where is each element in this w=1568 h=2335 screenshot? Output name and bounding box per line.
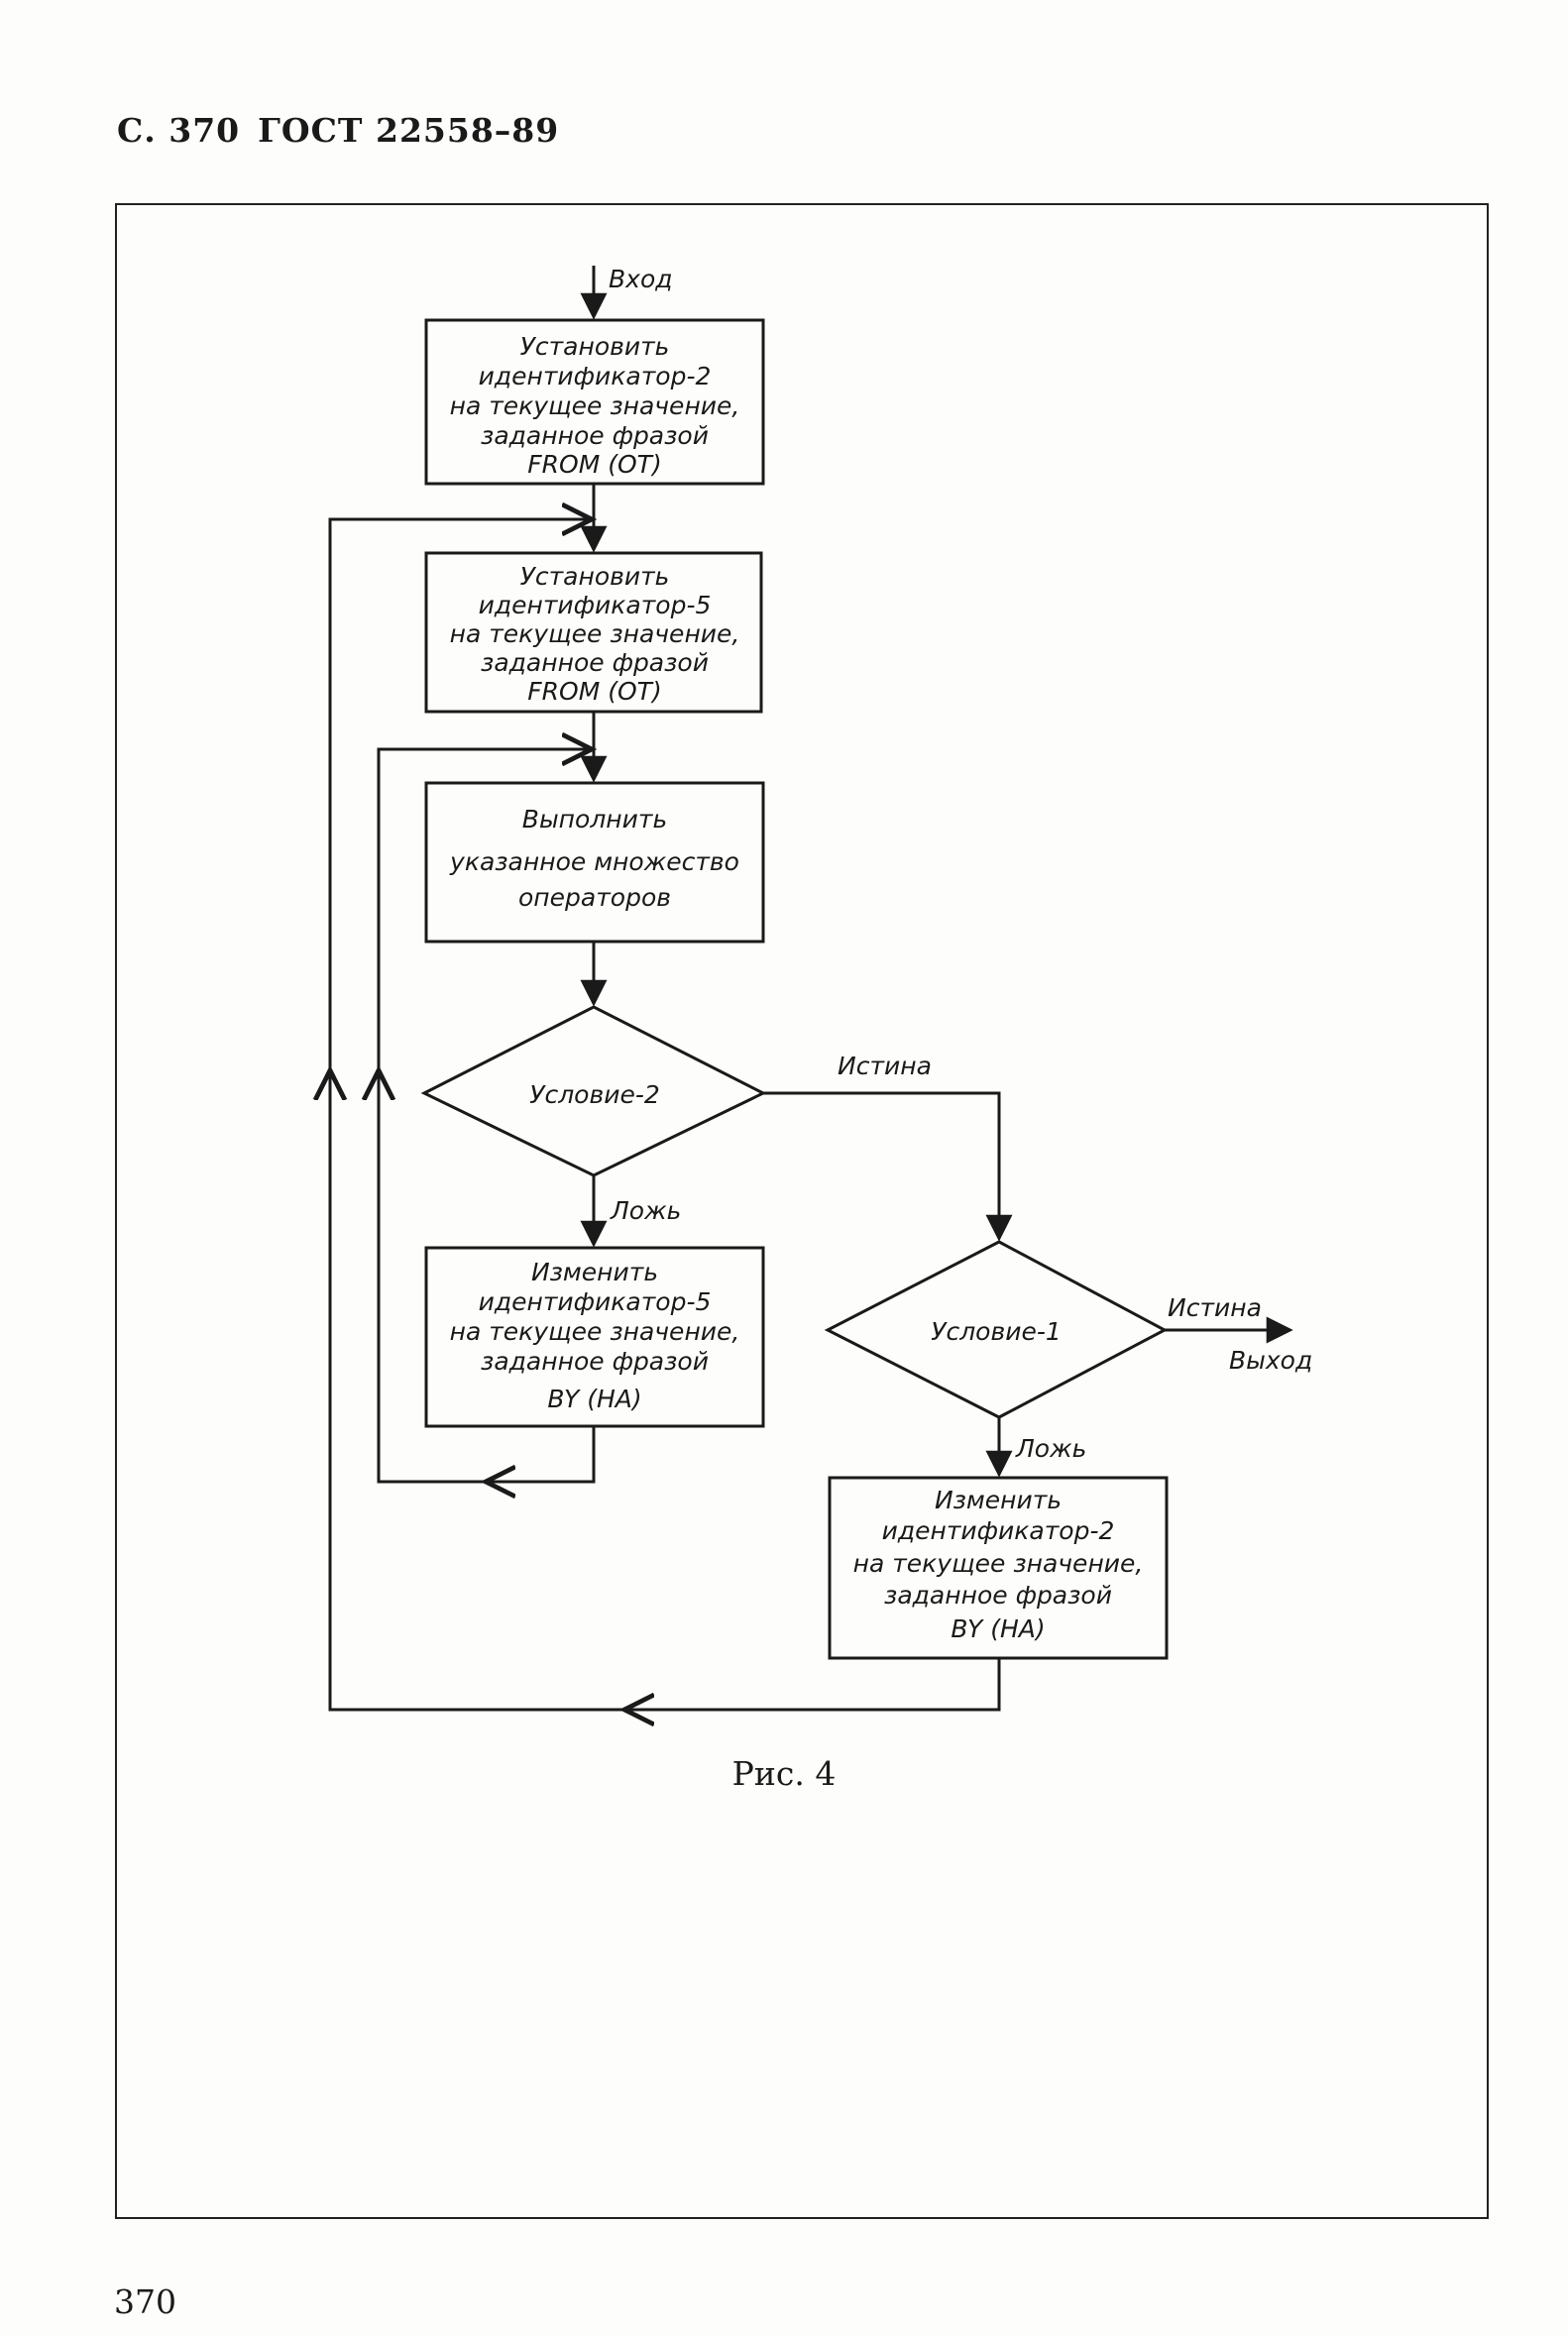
arrow-cond2-true bbox=[763, 1091, 1013, 1242]
box1-line-1: Установить bbox=[520, 332, 670, 361]
box1-line-5: FROM (ОТ) bbox=[527, 450, 661, 479]
page-label: С. 370 bbox=[117, 111, 241, 150]
box3-line-1: Выполнить bbox=[522, 805, 667, 834]
box2-line-1: Установить bbox=[520, 562, 670, 591]
box4-line-2: идентификатор-5 bbox=[479, 1287, 712, 1316]
cond1-false-label: Ложь bbox=[1015, 1434, 1086, 1463]
box3-line-3: операторов bbox=[518, 883, 671, 912]
box3-line-2: указанное множество bbox=[449, 847, 739, 876]
cond1-true-label: Истина bbox=[1168, 1293, 1262, 1322]
cond2-label: Условие-2 bbox=[529, 1080, 660, 1109]
box5-line-1: Изменить bbox=[935, 1486, 1062, 1514]
box1-line-2: идентификатор-2 bbox=[479, 362, 712, 390]
box5-line-4: заданное фразой bbox=[884, 1581, 1112, 1610]
page-header: С. 370 ГОСТ 22558–89 bbox=[117, 111, 577, 150]
outer-loop-line bbox=[328, 517, 1001, 1712]
box4-line-3: на текущее значение, bbox=[450, 1317, 740, 1346]
box5-line-5: BY (НА) bbox=[951, 1614, 1045, 1643]
cond1-label: Условие-1 bbox=[931, 1317, 1062, 1346]
box4-line-4: заданное фразой bbox=[481, 1347, 709, 1376]
box2-line-5: FROM (ОТ) bbox=[527, 677, 661, 706]
standard-label: ГОСТ 22558–89 bbox=[258, 111, 560, 150]
box2-line-3: на текущее значение, bbox=[450, 619, 740, 648]
box1-line-4: заданное фразой bbox=[481, 421, 709, 450]
box4-line-1: Изменить bbox=[531, 1258, 658, 1286]
box2-line-4: заданное фразой bbox=[481, 648, 709, 677]
exit-label: Выход bbox=[1229, 1346, 1312, 1375]
box2-line-2: идентификатор-5 bbox=[479, 591, 712, 619]
box1-line-3: на текущее значение, bbox=[450, 391, 740, 420]
cond2-true-label: Истина bbox=[838, 1052, 932, 1080]
box5-line-2: идентификатор-2 bbox=[882, 1516, 1115, 1545]
entry-label: Вход bbox=[609, 265, 673, 293]
figure-caption: Рис. 4 bbox=[731, 1754, 837, 1793]
figure-frame bbox=[115, 203, 1489, 2219]
page-number: 370 bbox=[114, 2282, 176, 2321]
cond2-false-label: Ложь bbox=[610, 1196, 681, 1225]
box4-line-5: BY (НА) bbox=[547, 1385, 641, 1413]
inner-loop-line bbox=[377, 747, 596, 1484]
box5-line-3: на текущее значение, bbox=[853, 1549, 1144, 1578]
